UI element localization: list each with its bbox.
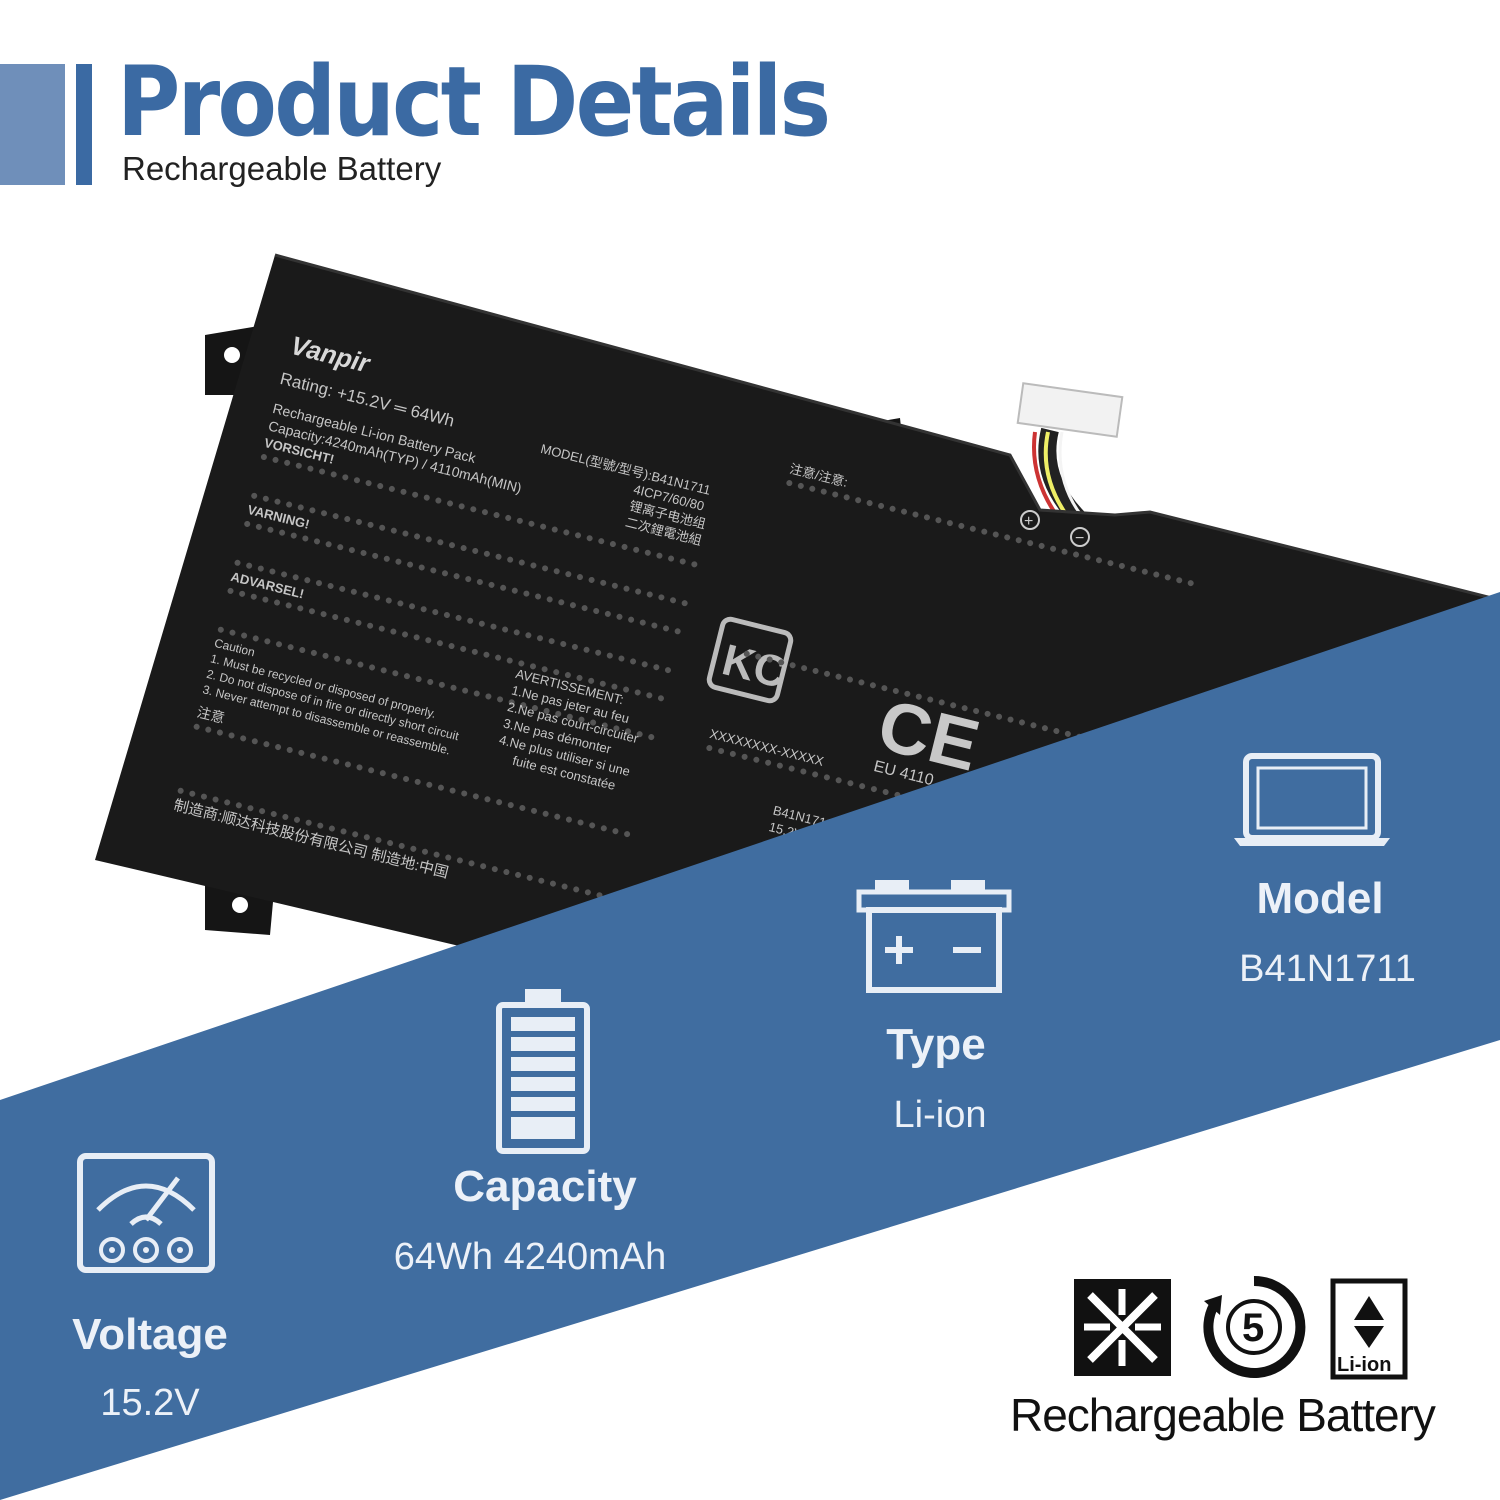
voltmeter-icon xyxy=(77,1153,215,1273)
recycle-number: 5 xyxy=(1242,1306,1264,1350)
voltage-title: Voltage xyxy=(72,1310,228,1359)
capacity-title: Capacity xyxy=(453,1162,637,1211)
model-title: Model xyxy=(1256,874,1384,923)
page-subtitle: Rechargeable Battery xyxy=(122,150,442,187)
recycle-caption: Rechargeable Battery xyxy=(1010,1389,1436,1441)
capacity-value: 64Wh 4240mAh xyxy=(393,1236,667,1278)
header-accent-square xyxy=(0,64,65,185)
svg-text:−: − xyxy=(1075,530,1084,547)
liion-recycle-badge-icon: Li-ion xyxy=(1330,1278,1408,1380)
page-title: Product Details xyxy=(117,46,831,158)
battery-level-icon xyxy=(496,989,590,1154)
recycle-cycle-5-icon: 5 xyxy=(1203,1275,1306,1378)
recycle-symbol-icon xyxy=(1074,1279,1171,1376)
type-title: Type xyxy=(886,1020,986,1069)
car-battery-icon xyxy=(856,880,1012,993)
liion-badge-text: Li-ion xyxy=(1337,1354,1391,1376)
voltage-value: 15.2V xyxy=(100,1382,200,1424)
header-accent-bar xyxy=(76,64,92,185)
type-value: Li-ion xyxy=(893,1094,987,1136)
svg-text:+: + xyxy=(1024,513,1033,530)
model-value: B41N1711 xyxy=(1239,948,1416,990)
laptop-icon xyxy=(1234,753,1390,846)
